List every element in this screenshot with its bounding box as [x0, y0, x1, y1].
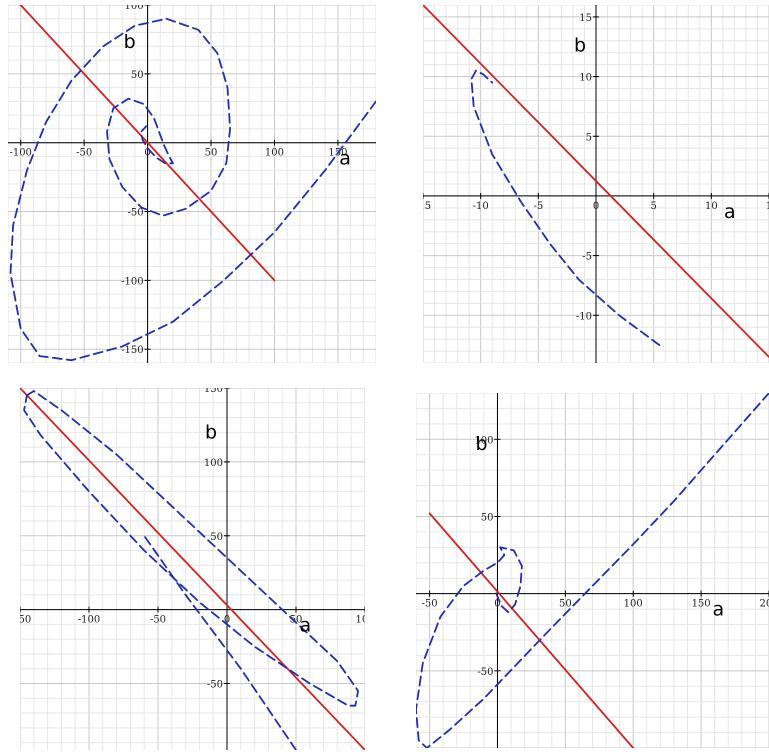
solid-line-series-0: [20, 388, 365, 750]
y-tick-label: 5: [586, 132, 592, 143]
y-tick-label: -100: [121, 276, 143, 287]
grid: [8, 5, 376, 363]
x-tick-label: 100: [265, 148, 284, 159]
y-axis-name: b: [205, 422, 217, 444]
x-tick-label: 0: [224, 615, 230, 626]
chart-panel-bottom-left: -150 -100 -50 0 50 100 -50 50 100 150 b a: [20, 388, 365, 750]
dashed-curve-series-2: [143, 534, 297, 750]
y-tick-label: 100: [204, 458, 223, 469]
dashed-curve-series-1: [9, 17, 376, 362]
x-tick-label: -100: [9, 148, 31, 159]
x-tick-label: -50: [422, 599, 438, 610]
x-tick-label: -50: [76, 148, 92, 159]
y-tick-label: 50: [131, 70, 144, 81]
x-tick-label: 10: [705, 201, 718, 212]
x-tick-label: -15: [423, 201, 431, 212]
x-tick-label: 100: [624, 599, 643, 610]
x-tick-label: 150: [692, 599, 711, 610]
y-tick-label: -10: [576, 311, 592, 322]
y-tick-label: -150: [121, 345, 143, 356]
y-axis-name: b: [475, 433, 487, 455]
x-axis-name: a: [724, 201, 736, 223]
x-tick-label: -50: [150, 615, 166, 626]
x-tick-label: 50: [559, 599, 572, 610]
y-tick-label: 150: [204, 388, 223, 395]
x-tick-label: 1: [766, 201, 769, 212]
dashed-curve-series-1: [416, 393, 769, 748]
x-tick-label: 0: [144, 148, 150, 159]
x-axis-name: a: [299, 615, 311, 637]
x-axis-name: a: [713, 599, 725, 621]
y-tick-label: 100: [474, 435, 493, 446]
x-tick-label: -10: [473, 201, 489, 212]
y-tick-label: 10: [579, 73, 592, 84]
x-tick-label: 50: [205, 148, 218, 159]
y-axis-name: b: [124, 31, 136, 53]
x-tick-label: -5: [533, 201, 543, 212]
y-tick-label: -50: [127, 208, 143, 219]
solid-line-series-0: [428, 512, 635, 748]
y-axis-name: b: [574, 35, 586, 57]
solid-line-series-0: [19, 5, 276, 282]
x-tick-label: 0: [593, 201, 599, 212]
x-axis-name: a: [339, 148, 351, 170]
x-tick-label: 100: [355, 615, 365, 626]
y-tick-label: 100: [124, 5, 143, 12]
y-tick-label: -50: [477, 667, 493, 678]
x-tick-label: -150: [20, 615, 31, 626]
y-tick-label: -5: [582, 252, 592, 263]
y-tick-label: -50: [207, 680, 223, 691]
dashed-curve-series-1: [470, 69, 661, 347]
x-tick-label: 50: [290, 615, 303, 626]
y-tick-label: 50: [210, 532, 223, 543]
dashed-curve-series-1: [23, 390, 360, 707]
grid: [416, 393, 769, 748]
x-tick-label: -100: [78, 615, 100, 626]
y-tick-label: 15: [579, 13, 592, 24]
solid-line-series-0: [423, 5, 769, 358]
x-tick-label: 200: [759, 599, 769, 610]
x-tick-label: 0: [494, 599, 500, 610]
x-tick-label: 5: [650, 201, 656, 212]
grid: [20, 388, 365, 750]
y-tick-label: 50: [481, 512, 494, 523]
chart-panel-top-right: -15 -10 -5 0 5 10 1 -10 -5 5 10 15 b a: [423, 5, 769, 363]
